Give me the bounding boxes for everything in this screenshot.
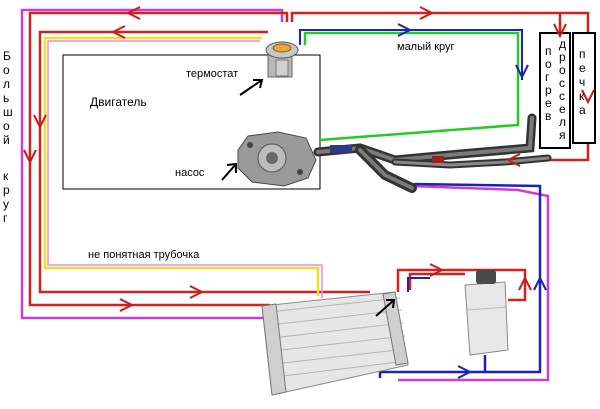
heating-letter: е [545,96,552,110]
big-circuit-letter: у [3,197,9,211]
throttle-letter: я [559,128,566,142]
arrow-red [119,298,135,312]
throttle-heating-box [539,32,571,149]
big-circuit-letter: о [3,63,10,77]
heating-letter: п [545,44,552,58]
small-circuit-label: малый круг [397,41,455,53]
big-circuit-letter: ь [3,91,9,105]
tank-red-loop [396,268,527,302]
pump-label: насос [175,167,205,179]
blue-tank-top [407,277,430,292]
arrow-red [429,263,445,277]
heater-box [572,32,596,144]
pump-icon [237,131,317,187]
heater-letter: к [579,89,585,103]
heater-label: п е ч к а [579,47,586,117]
throttle-letter: с [559,89,565,103]
blue-top-line [299,29,523,80]
big-circuit-letter: о [3,119,10,133]
arrow-red [518,275,532,291]
arrow-blue [515,64,529,80]
pointer-arrows [221,79,396,317]
heater-letter: е [579,61,586,75]
arrow-red [125,6,141,20]
heating-letter: р [545,83,552,97]
heater-letter: ч [579,75,585,89]
tank-red-loop2 [408,272,465,290]
unknown-pipe-label: не понятная трубочка [88,249,200,261]
arrow-red [23,149,37,165]
thermostat-top-line [290,11,590,162]
small-circuit-line [303,31,520,142]
outer-magenta-line-right [398,184,550,382]
arrow-blue [457,365,473,379]
yellow-line [43,36,320,296]
thermostat-label: термостат [186,68,238,80]
throttle-col1-label: д р о с с е л я [559,37,566,142]
arrow-red [581,89,595,105]
arrow-red [189,285,205,299]
arrow-red [505,153,521,167]
arrow-red [33,114,47,130]
throttle-letter: е [559,102,566,116]
throttle-letter: р [559,50,566,64]
throttle-letter: д [559,37,566,51]
heating-letter: г [545,70,550,84]
big-circuit-letter: г [3,211,8,225]
pink-inner-line [47,40,323,298]
arrow-red [419,6,435,20]
engine-label: Двигатель [90,95,147,109]
throttle-letter: о [559,63,566,77]
inner-red-line [38,30,370,294]
expansion-tank-icon [464,270,509,356]
heating-letter: о [545,57,552,71]
big-circuit-letter: ш [3,105,13,119]
big-circuit-letter: Б [3,49,11,63]
blue-return-line [378,182,542,378]
heater-letter: а [579,103,586,117]
thermostat-icon [265,41,299,78]
big-circuit-label: Б о л ь ш о й к р у г [3,49,13,225]
big-circuit-letter: к [3,169,9,183]
big-circuit-letter: л [3,77,10,91]
radiator-icon [261,291,409,396]
big-circuit-letter: р [3,183,10,197]
big-circuit-line [28,11,289,307]
throttle-letter: л [559,115,566,129]
arrow-blue [397,23,413,37]
arrow-red [110,25,126,39]
throttle-col2-label: п о г р е в [545,44,552,123]
arrow-red [553,23,567,39]
hoses-icon [313,113,552,193]
big-circuit-letter: й [3,133,10,147]
heater-letter: п [579,47,586,61]
throttle-letter: с [559,76,565,90]
heating-letter: в [545,109,551,123]
flow-arrows [23,6,595,379]
arrow-blue [533,275,547,291]
